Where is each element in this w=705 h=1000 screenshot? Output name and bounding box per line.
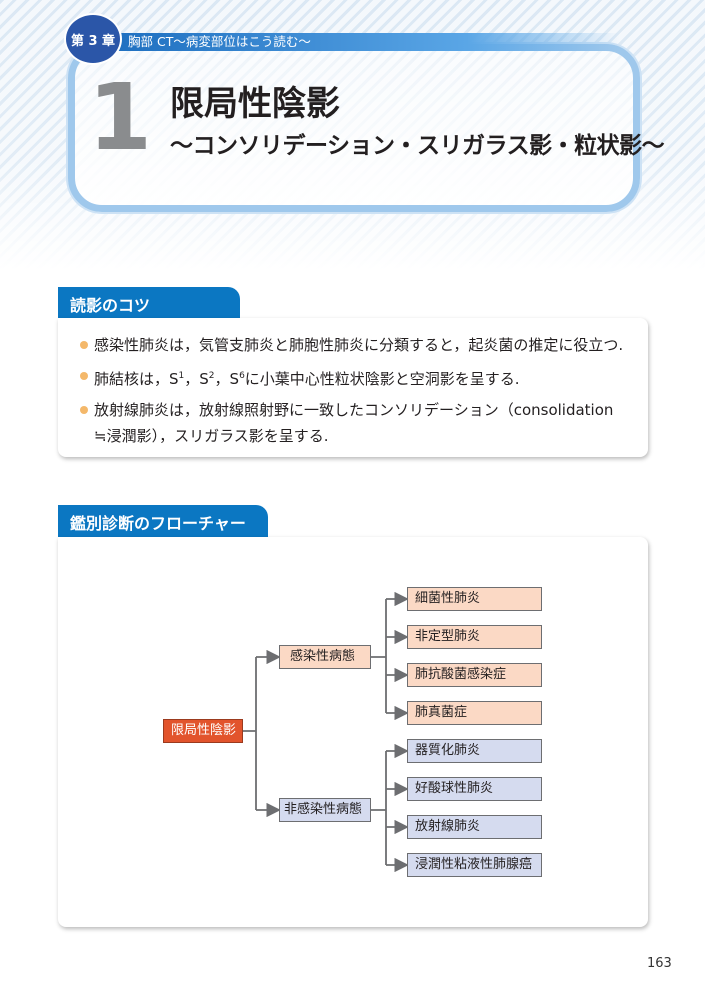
- leaf-node: 好酸球性肺炎: [407, 777, 542, 801]
- infectious-node: 感染性病態: [279, 645, 371, 669]
- chapter-title: 胸部 CT〜病変部位はこう読む〜: [128, 34, 311, 49]
- chapter-bar: [110, 33, 620, 51]
- leaf-node: 非定型肺炎: [407, 625, 542, 649]
- tips-heading: 読影のコツ: [58, 287, 240, 319]
- title-frame: [68, 44, 640, 212]
- chapter-badge: 第 3 章: [64, 13, 122, 65]
- tip-item: 感染性肺炎は，気管支肺炎と肺胞性肺炎に分類すると，起炎菌の推定に役立つ.: [80, 332, 628, 358]
- leaf-node: 浸潤性粘液性肺腺癌: [407, 853, 542, 877]
- section-number: 1: [88, 64, 153, 171]
- flowchart-heading: 鑑別診断のフローチャート: [58, 505, 268, 557]
- leaf-node: 肺真菌症: [407, 701, 542, 725]
- tip-item: 放射線肺炎は，放射線照射野に一致したコンソリデーション（consolidatio…: [80, 397, 628, 449]
- leaf-node: 細菌性肺炎: [407, 587, 542, 611]
- page-subtitle: 〜コンソリデーション・スリガラス影・粒状影〜: [170, 133, 665, 159]
- leaf-node: 放射線肺炎: [407, 815, 542, 839]
- leaf-node: 肺抗酸菌感染症: [407, 663, 542, 687]
- noninfectious-node: 非感染性病態: [279, 798, 371, 822]
- tips-panel: 感染性肺炎は，気管支肺炎と肺胞性肺炎に分類すると，起炎菌の推定に役立つ. 肺結核…: [58, 318, 648, 457]
- leaf-node: 器質化肺炎: [407, 739, 542, 763]
- tip-item: 肺結核は，S1，S2，S6に小葉中心性粒状陰影と空洞影を呈する.: [80, 363, 628, 392]
- flowchart-panel: [58, 537, 648, 927]
- page-title: 限局性陰影: [170, 84, 340, 124]
- page-number: 163: [647, 956, 672, 971]
- root-node: 限局性陰影: [163, 719, 243, 743]
